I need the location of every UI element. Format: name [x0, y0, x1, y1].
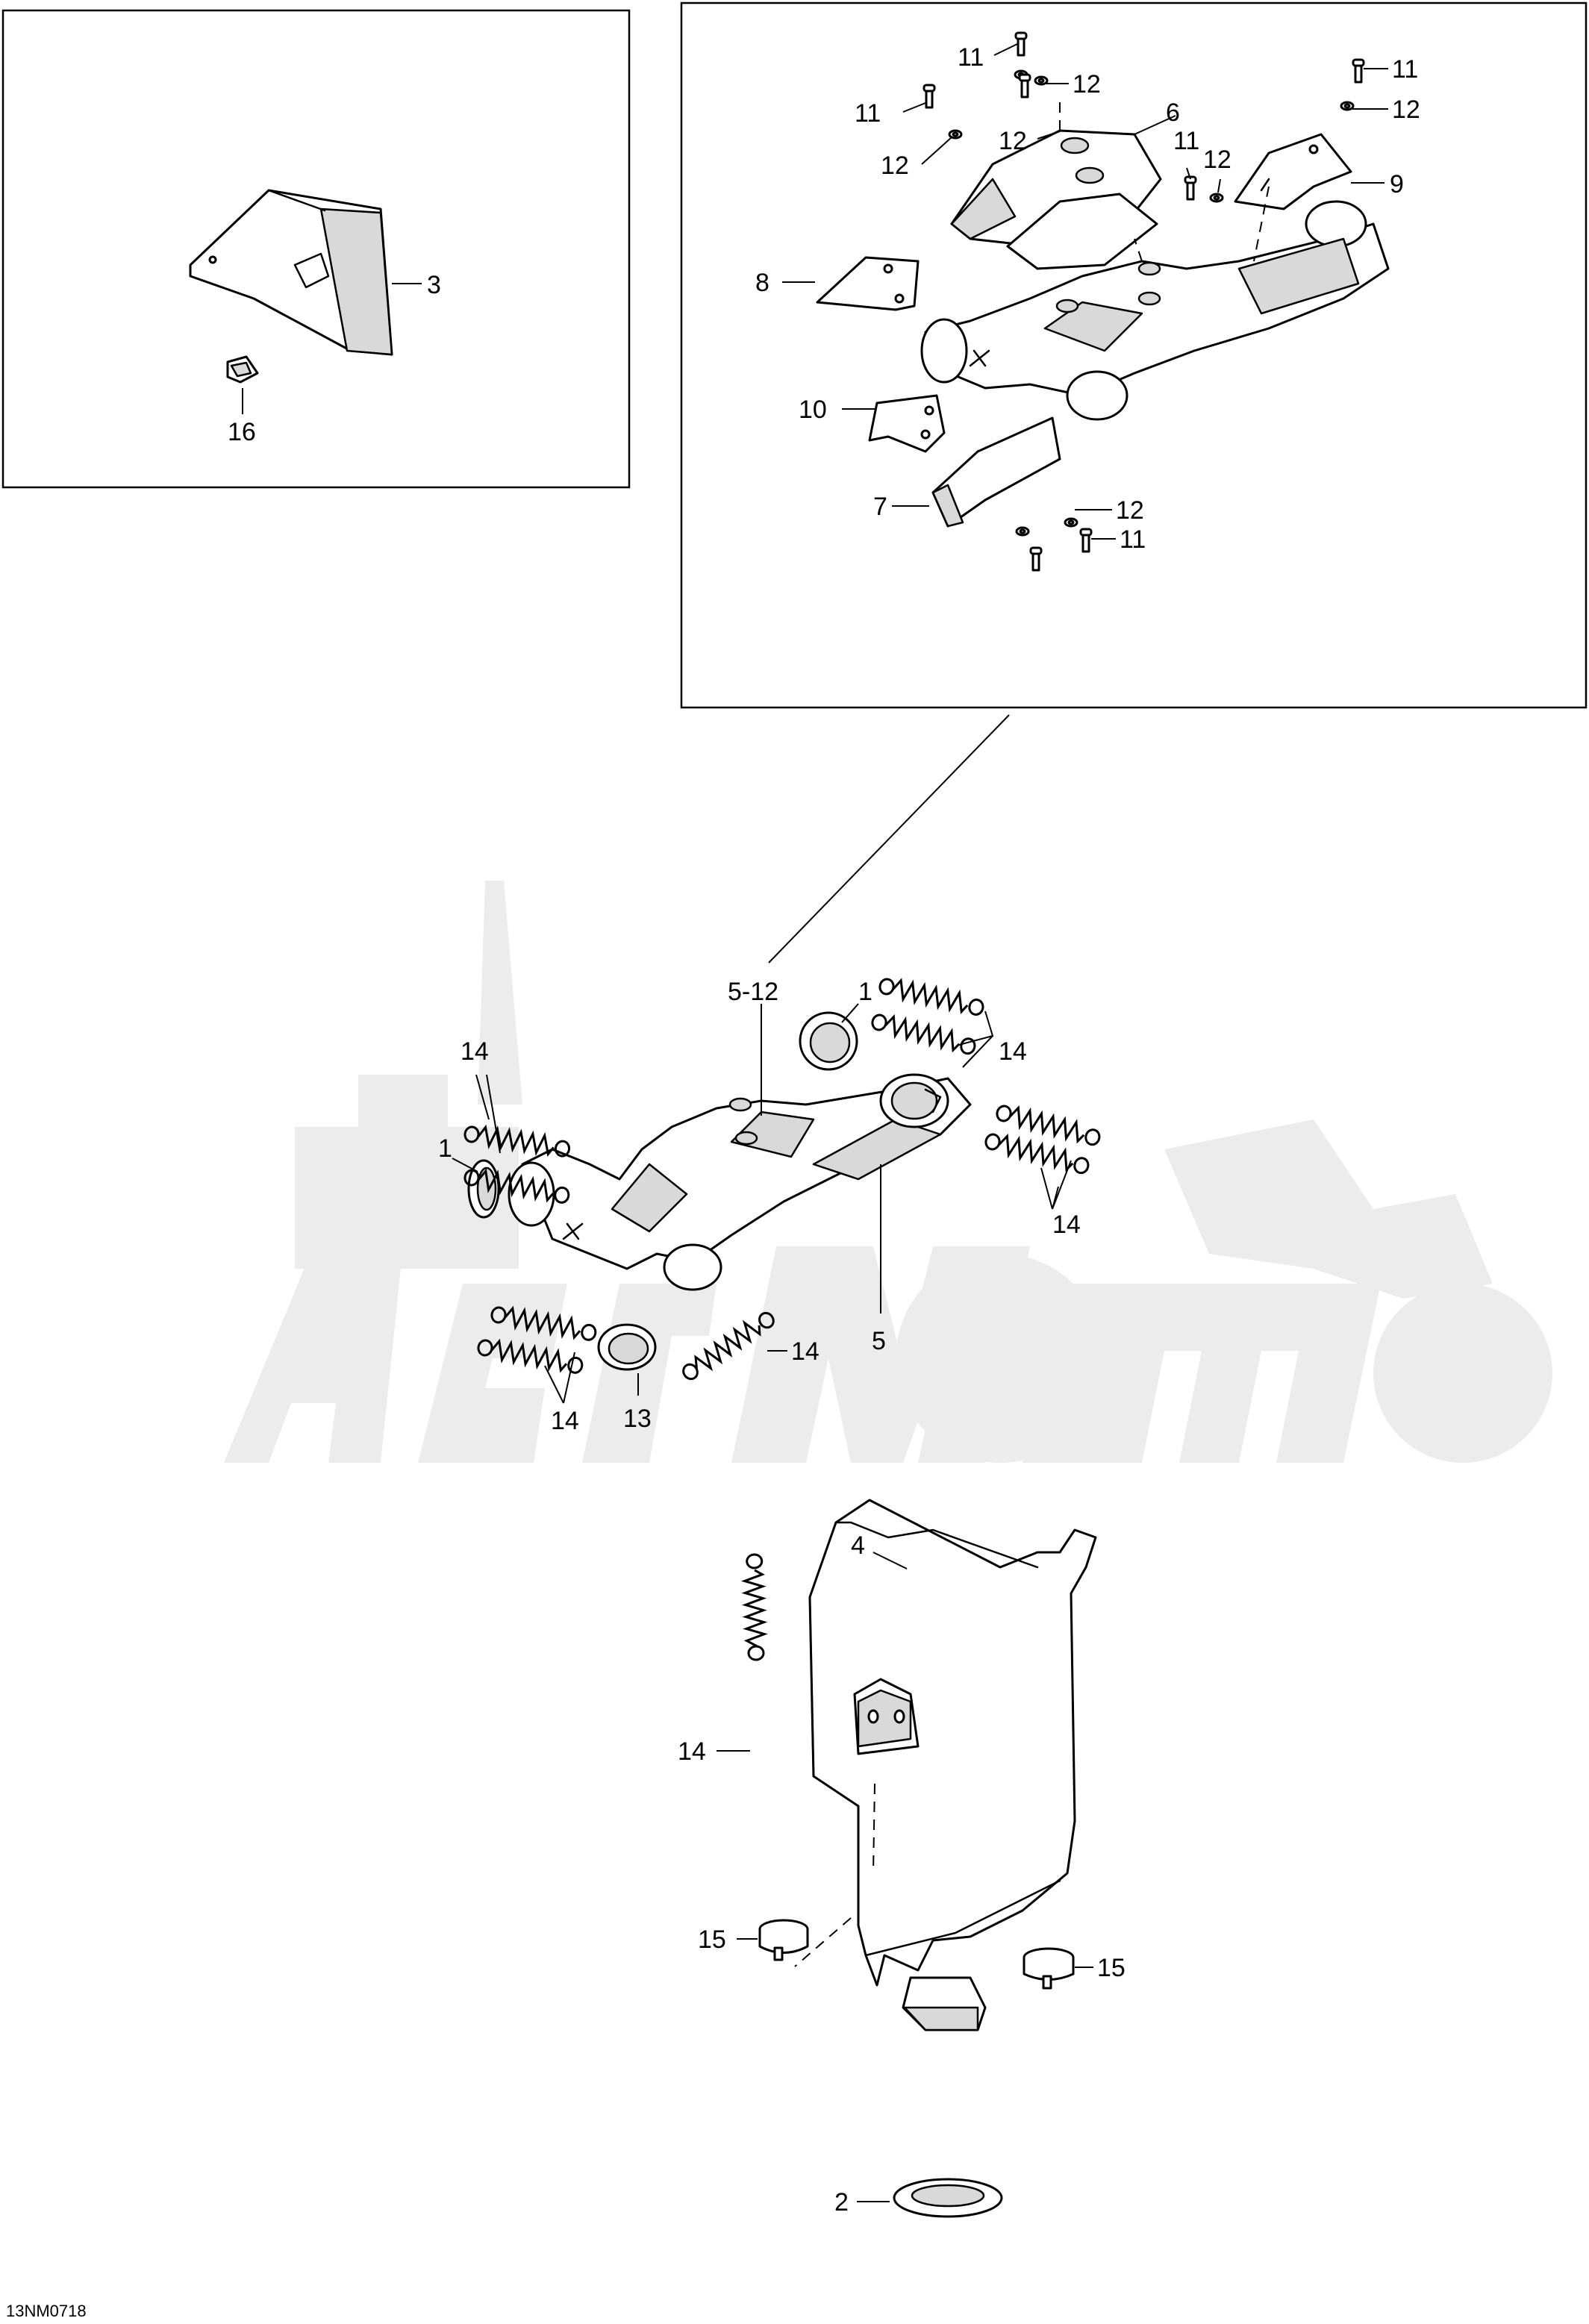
ball-joint-flange: [879, 1073, 949, 1128]
callout-14d: 14: [551, 1407, 579, 1435]
part-16-clip: [226, 355, 259, 384]
callout-10: 10: [799, 396, 827, 424]
callout-14c: 14: [1052, 1211, 1081, 1239]
callout-12c: 12: [999, 127, 1027, 155]
callout-2: 2: [834, 2188, 849, 2217]
callout-11a: 11: [958, 43, 984, 72]
callout-13: 13: [623, 1405, 652, 1433]
callout-1a: 1: [438, 1134, 452, 1163]
detail-frame-right: [680, 1, 1588, 709]
callout-11b: 11: [855, 99, 881, 128]
callout-11e: 11: [1120, 525, 1146, 554]
diagram-code: 13NM0718: [6, 2302, 87, 2320]
callout-6: 6: [1166, 99, 1180, 127]
callout-12e: 12: [1392, 96, 1420, 124]
callout-14f: 14: [678, 1737, 706, 1766]
callout-4: 4: [851, 1531, 865, 1560]
callout-11d: 11: [1392, 55, 1418, 84]
part-3-heat-shield: [189, 189, 393, 356]
part-2-gasket: [893, 2178, 1003, 2218]
callout-5: 5: [872, 1327, 886, 1355]
callout-11c: 11: [1173, 127, 1199, 155]
callout-12f: 12: [1116, 496, 1144, 525]
part-6-upper-heat-shield: [950, 129, 1162, 270]
callout-9: 9: [1390, 170, 1404, 199]
part-15-bumper-left: [758, 1919, 809, 1961]
exhaust-pipe-detail: [920, 200, 1390, 421]
callout-14b: 14: [999, 1037, 1027, 1066]
part-13-gasket: [597, 1323, 657, 1371]
callout-5-12: 5-12: [728, 978, 778, 1006]
part-8-plate: [816, 256, 920, 311]
part-10-plate: [868, 394, 946, 453]
callout-12b: 12: [881, 152, 909, 180]
callout-12a: 12: [1073, 70, 1101, 99]
callout-14e: 14: [791, 1337, 820, 1366]
callout-15b: 15: [1097, 1954, 1126, 1982]
part-7-lower-heat-shield: [931, 416, 1061, 528]
detail-frame-left: [1, 9, 631, 489]
part-9-bracket: [1234, 133, 1352, 210]
callout-3: 3: [427, 271, 441, 299]
callout-14a: 14: [461, 1037, 489, 1066]
callout-7: 7: [873, 493, 887, 521]
callout-1b: 1: [858, 978, 872, 1006]
callout-16: 16: [228, 418, 256, 446]
part-5-exhaust-pipe: [508, 1077, 972, 1291]
watermark-logo: [224, 881, 1552, 1463]
part-1-gasket-right: [799, 1011, 858, 1071]
part-4-muffler: [808, 1499, 1097, 2031]
callout-15a: 15: [698, 1925, 726, 1954]
callout-8: 8: [755, 269, 769, 297]
callout-12d: 12: [1203, 146, 1231, 174]
part-15-bumper-right: [1023, 1947, 1075, 1990]
part-1-gasket-left: [467, 1159, 500, 1219]
